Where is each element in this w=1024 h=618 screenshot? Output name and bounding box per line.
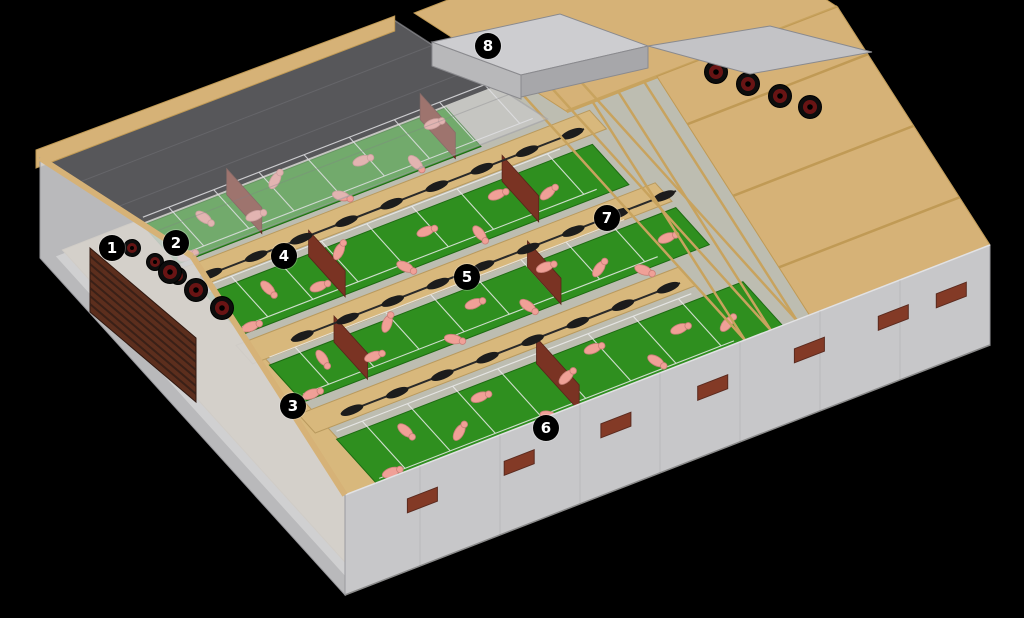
- callout-label: 4: [278, 246, 290, 265]
- pen-partitions: [226, 92, 580, 412]
- callout-label: 8: [482, 36, 494, 55]
- callout-label: 6: [540, 418, 552, 437]
- callout-marker-7: 7: [594, 205, 620, 231]
- west-wall: [38, 155, 348, 597]
- callout-marker-4: 4: [271, 243, 297, 269]
- callout-marker-1: 1: [99, 235, 125, 261]
- roof-fan-icon: [798, 95, 822, 119]
- wall-fan-icon: [210, 296, 234, 320]
- callout-label: 1: [106, 238, 118, 257]
- louver-panel: [89, 246, 197, 404]
- wall-fan-icon: [158, 260, 182, 284]
- roof-trusses: [499, 5, 839, 341]
- callout-label: 3: [287, 396, 299, 415]
- callout-label: 5: [461, 267, 473, 286]
- wall-vents: [406, 281, 967, 514]
- callout-label: 2: [170, 233, 182, 252]
- north-eave-fascia: [35, 15, 396, 169]
- wall-fan-icon: [123, 239, 141, 257]
- callout-marker-3: 3: [280, 393, 306, 419]
- wall-fan-icon: [184, 278, 208, 302]
- callout-marker-5: 5: [454, 264, 480, 290]
- monitor-connector: [647, 25, 873, 75]
- callout-marker-2: 2: [163, 230, 189, 256]
- roof-fan-icon: [768, 84, 792, 108]
- callout-marker-8: 8: [475, 33, 501, 59]
- roof-fan-icon: [736, 72, 760, 96]
- south-wall: [344, 244, 991, 596]
- callout-label: 7: [601, 208, 613, 227]
- callout-marker-6: 6: [533, 415, 559, 441]
- feed-lines: [199, 127, 681, 417]
- roof-monitor: [430, 13, 873, 100]
- feed-hoppers: [199, 127, 680, 417]
